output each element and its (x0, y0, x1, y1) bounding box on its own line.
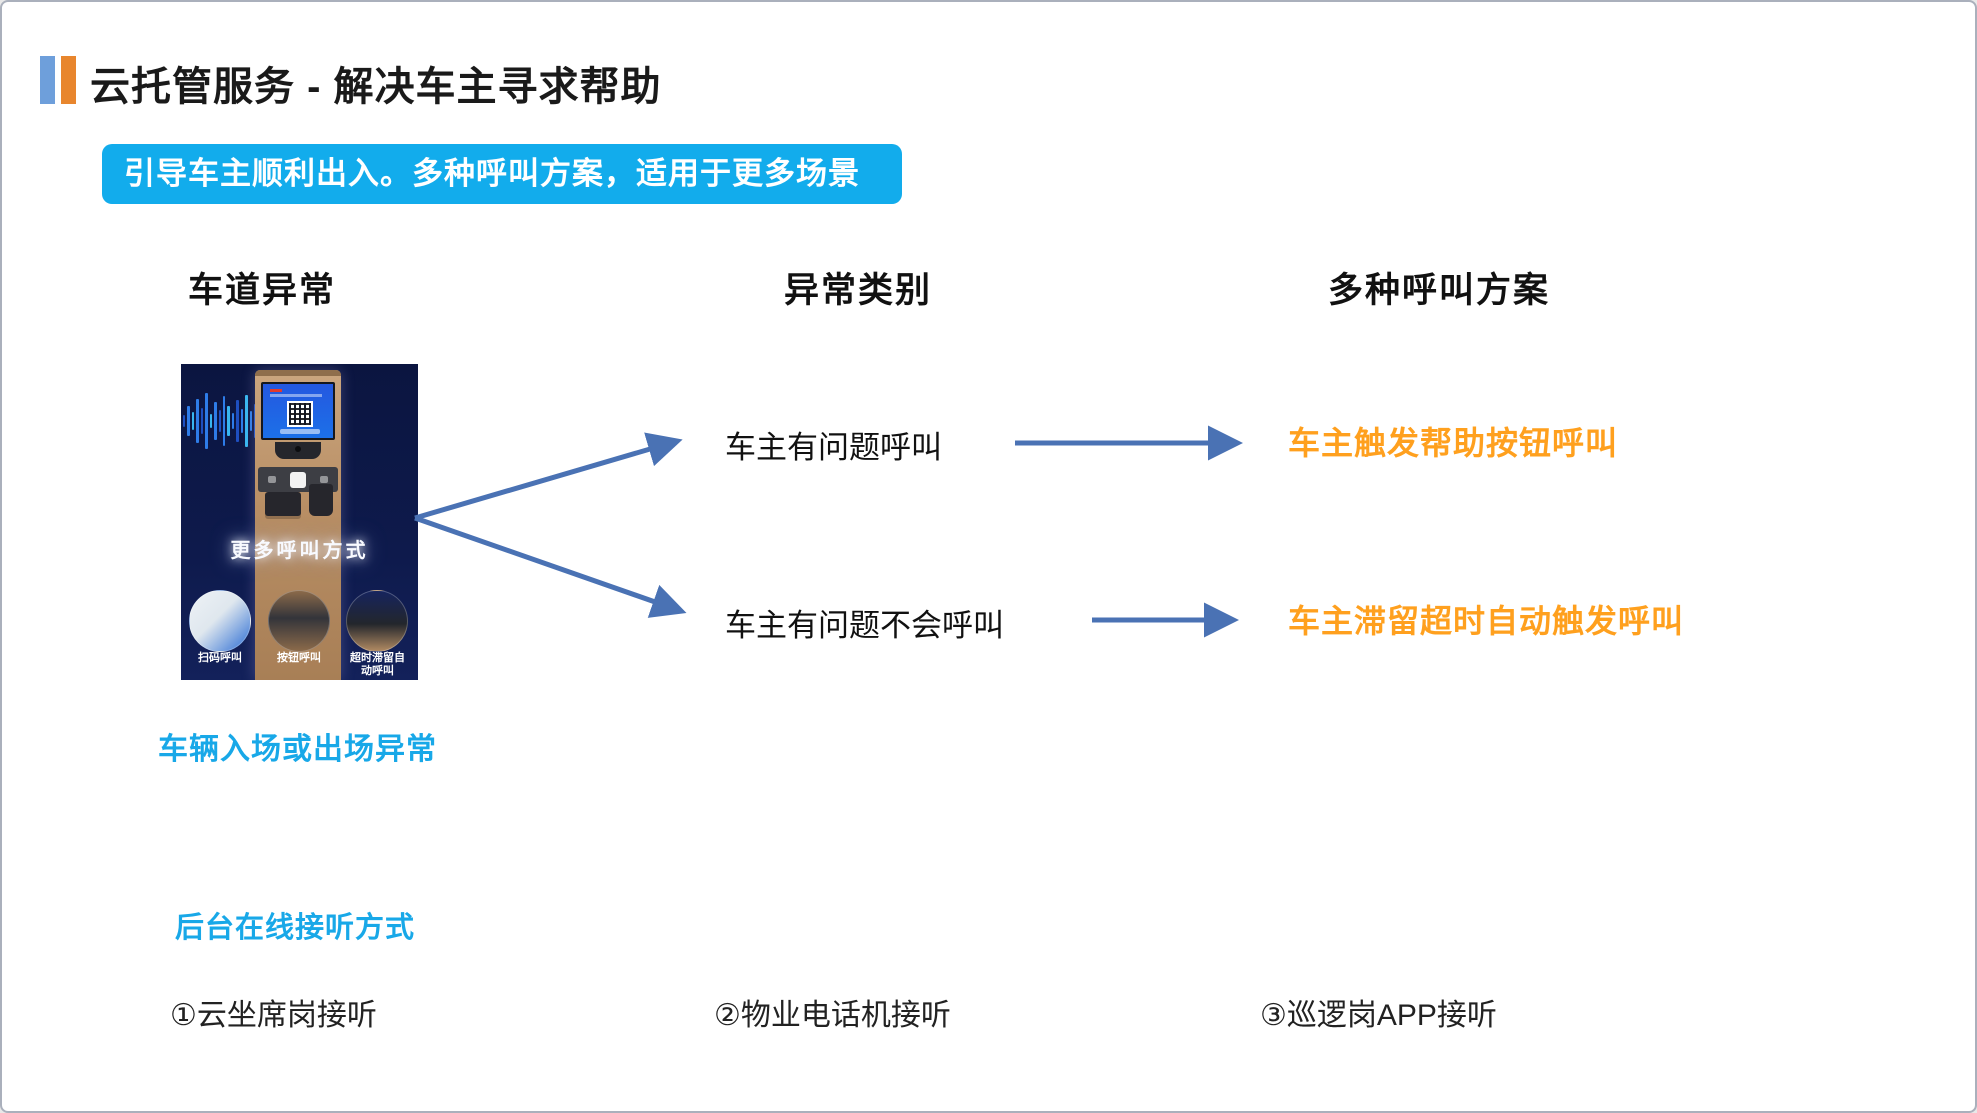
badge-label-button: 按钮呼叫 (277, 652, 321, 664)
column-header-call-schemes: 多种呼叫方案 (1328, 271, 1551, 310)
branch-arrow-bottom (414, 515, 687, 618)
backend-item-patrol-app: ③巡逻岗APP接听 (1260, 999, 1497, 1032)
screen-text-line (270, 394, 322, 397)
kiosk-ticket-slot-icon (309, 484, 333, 516)
title-accent-bar-orange-icon (61, 56, 76, 104)
kiosk-camera-icon (275, 442, 321, 459)
timeout-auto-call-icon (346, 590, 408, 652)
kiosk-help-button-icon (290, 471, 306, 488)
backend-item-property-phone: ②物业电话机接听 (714, 999, 951, 1032)
kiosk-tower-cap (255, 370, 341, 376)
kiosk-caption: 车辆入场或出场异常 (158, 733, 437, 766)
backend-heading: 后台在线接听方式 (175, 912, 416, 944)
kiosk-screen (261, 382, 335, 440)
branch-arrow-top (414, 432, 683, 521)
more-call-methods-label: 更多呼叫方式 (230, 540, 369, 562)
column-header-anomaly-type: 异常类别 (784, 271, 933, 310)
qr-code-icon (287, 401, 313, 427)
column-header-lane-anomaly: 车道异常 (188, 271, 337, 310)
branch-solution-auto-trigger: 车主滞留超时自动触发呼叫 (1288, 603, 1685, 639)
badge-label-timeout: 超时滞留自动呼叫 (350, 652, 405, 677)
kiosk-card-slot-icon (265, 492, 301, 516)
audio-waveform-icon (183, 388, 261, 454)
branch-category-no-call: 车主有问题不会呼叫 (725, 608, 1004, 643)
backend-item-cloud-agent: ①云坐席岗接听 (170, 999, 377, 1032)
screen-text-line (270, 389, 282, 392)
intro-banner: 引导车主顺利出入。多种呼叫方案，适用于更多场景 (102, 144, 902, 204)
press-button-call-icon (268, 590, 330, 652)
kiosk-illustration: 更多呼叫方式 扫码呼叫 按钮呼叫 超时滞留自动呼叫 (181, 364, 418, 680)
branch-solution-help-button: 车主触发帮助按钮呼叫 (1288, 425, 1619, 461)
title-accent-bar-blue-icon (40, 56, 55, 104)
page-title: 云托管服务 - 解决车主寻求帮助 (90, 65, 662, 109)
screen-bottom-bar (280, 429, 320, 434)
badge-label-scan: 扫码呼叫 (198, 652, 242, 664)
scan-code-call-icon (189, 590, 251, 652)
branch-category-call: 车主有问题呼叫 (725, 430, 942, 465)
